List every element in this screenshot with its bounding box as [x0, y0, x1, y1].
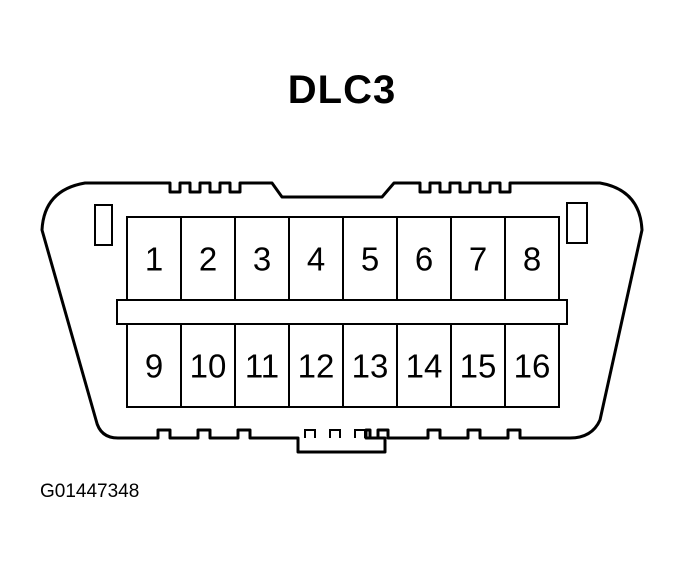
pin-number: 12 [298, 348, 335, 385]
pin-number: 7 [469, 241, 487, 278]
pin-cell-2: 2 [180, 216, 236, 301]
diagram-title: DLC3 [287, 68, 397, 112]
pin-number: 6 [415, 241, 433, 278]
pin-cell-9: 9 [126, 323, 182, 408]
pin-cell-11: 11 [234, 323, 290, 408]
right-latch-slot [566, 202, 588, 244]
pin-cell-1: 1 [126, 216, 182, 301]
figure-id: G01447348 [40, 481, 140, 502]
pin-cell-box [504, 323, 560, 408]
left-latch-slot [94, 204, 113, 246]
pin-cell-3: 3 [234, 216, 290, 301]
pin-number: 3 [253, 241, 271, 278]
pin-cell-12: 12 [288, 323, 344, 408]
pin-cell-14: 14 [396, 323, 452, 408]
pin-number: 16 [514, 348, 551, 385]
pin-cell-4: 4 [288, 216, 344, 301]
pin-cell-16: 16 [504, 323, 560, 408]
pin-number: 2 [199, 241, 217, 278]
pin-number: 11 [245, 348, 279, 385]
pin-number: 15 [460, 348, 497, 385]
pin-number: 13 [352, 348, 389, 385]
pin-number: 1 [145, 241, 163, 278]
pin-cell-7: 7 [450, 216, 506, 301]
pin-number: 8 [523, 241, 541, 278]
connector-outline [40, 181, 644, 454]
bottom-key-notches [304, 429, 366, 438]
pin-number: 14 [406, 348, 443, 385]
pin-number: 9 [145, 348, 163, 385]
pin-cell-5: 5 [342, 216, 398, 301]
bottom-pin-row: 9 10 11 12 13 14 15 16 [126, 323, 560, 408]
pin-number: 5 [361, 241, 379, 278]
pin-number: 10 [190, 348, 227, 385]
pin-cell-10: 10 [180, 323, 236, 408]
center-divider-bar [116, 299, 568, 325]
pin-cell-8: 8 [504, 216, 560, 301]
pin-cell-15: 15 [450, 323, 506, 408]
pin-cell-6: 6 [396, 216, 452, 301]
pin-number: 4 [307, 241, 325, 278]
pin-cell-13: 13 [342, 323, 398, 408]
